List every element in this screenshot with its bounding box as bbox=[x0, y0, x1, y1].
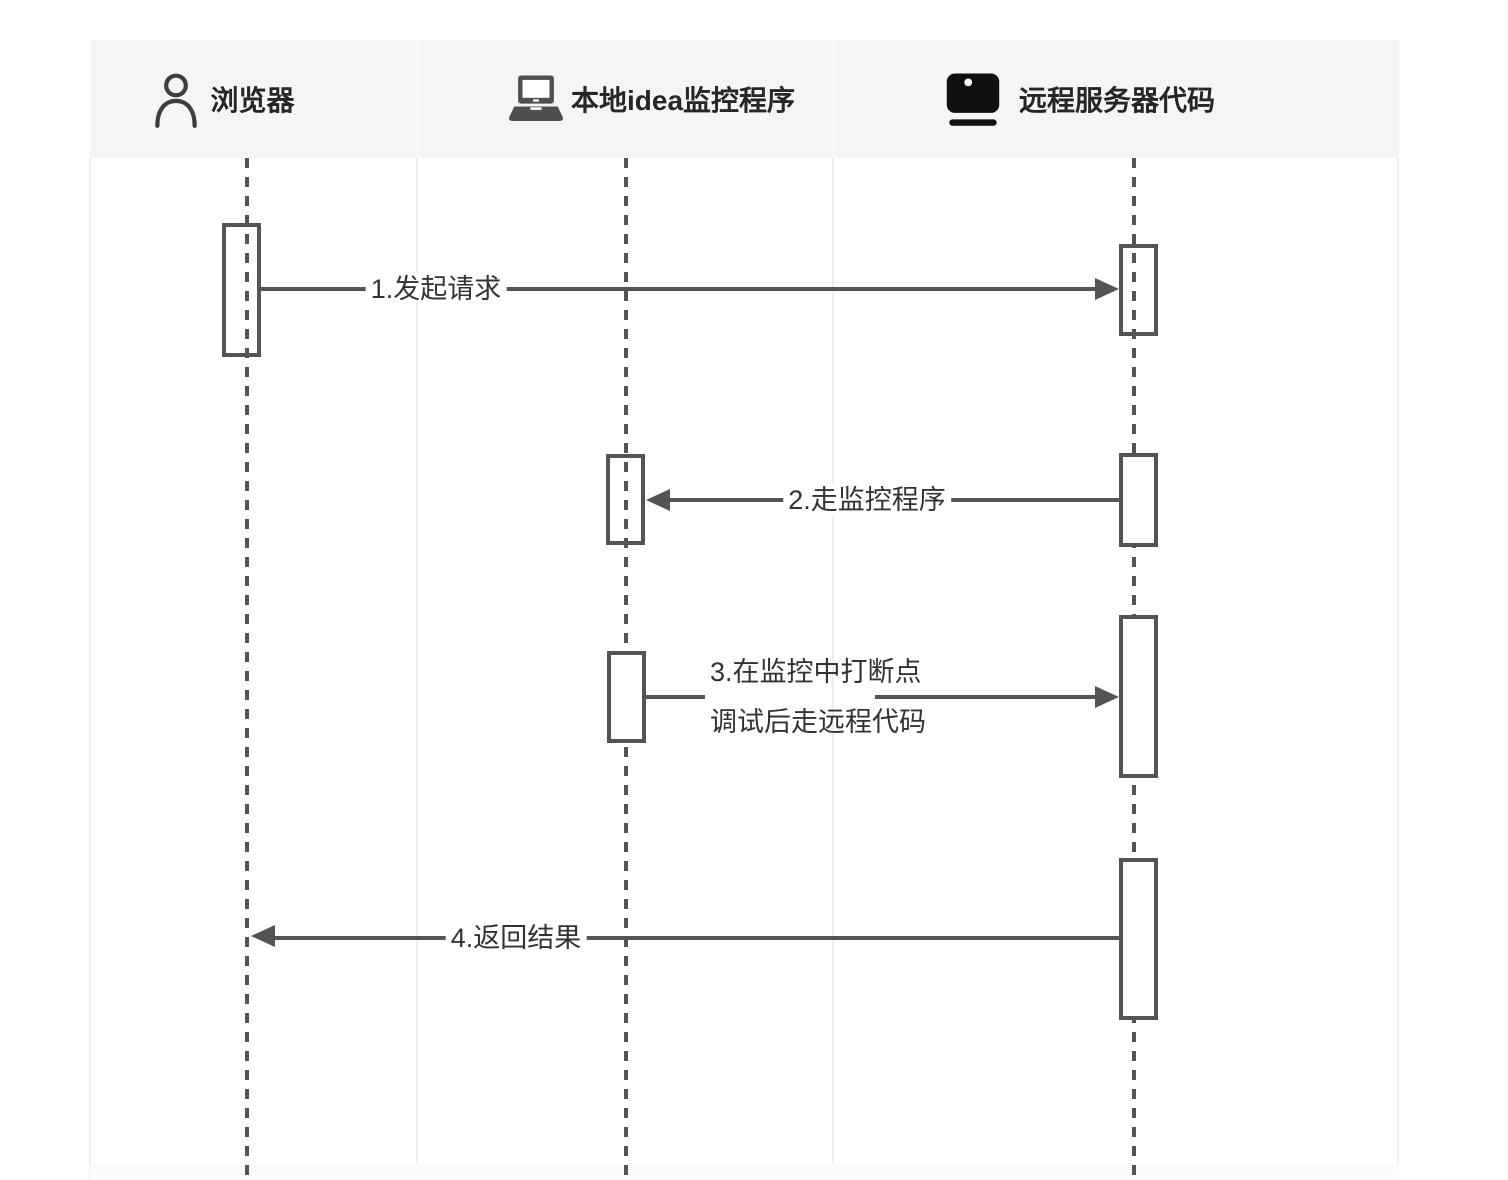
actor-label: 浏览器 bbox=[210, 85, 295, 116]
column-separator-2 bbox=[832, 158, 834, 1180]
message-3-label: 3.在监控中打断点 调试后走远程代码 bbox=[710, 647, 926, 747]
diagram-right-border bbox=[1397, 158, 1399, 1180]
activation-local-2 bbox=[607, 651, 646, 743]
message-4-label: 4.返回结果 bbox=[445, 922, 587, 954]
message-4-line bbox=[273, 936, 1119, 940]
column-separator-1 bbox=[416, 158, 418, 1180]
arrowhead-right-icon bbox=[1095, 686, 1119, 708]
activation-remote-3 bbox=[1119, 615, 1158, 778]
activation-remote-1 bbox=[1119, 244, 1158, 336]
activation-remote-4 bbox=[1119, 858, 1158, 1020]
actor-header-row: 浏览器 本地idea监控程序 bbox=[90, 40, 1399, 158]
activation-local-1 bbox=[606, 454, 645, 545]
lifeline-browser bbox=[245, 158, 249, 1180]
bottom-band bbox=[90, 1163, 1399, 1180]
message-1-label: 1.发起请求 bbox=[365, 273, 507, 305]
activation-remote-2 bbox=[1119, 453, 1158, 547]
person-icon bbox=[148, 69, 204, 129]
arrowhead-right-icon bbox=[1095, 278, 1119, 300]
message-3-label-line2: 调试后走远程代码 bbox=[710, 707, 926, 737]
diagram-left-border bbox=[89, 158, 91, 1180]
message-1-line bbox=[261, 287, 1097, 291]
message-2-label: 2.走监控程序 bbox=[783, 484, 951, 516]
actor-label: 远程服务器代码 bbox=[1018, 85, 1215, 116]
actor-local-idea-monitor: 本地idea监控程序 bbox=[417, 40, 833, 158]
actor-remote-server-code: 远程服务器代码 bbox=[833, 40, 1399, 158]
message-3-label-line1: 3.在监控中打断点 bbox=[710, 657, 922, 687]
arrowhead-left-icon bbox=[646, 489, 670, 511]
actor-label: 本地idea监控程序 bbox=[570, 85, 796, 116]
activation-browser-1 bbox=[222, 223, 261, 357]
laptop-icon bbox=[507, 73, 565, 125]
monitor-icon bbox=[941, 70, 1005, 128]
actor-browser: 浏览器 bbox=[90, 40, 417, 158]
arrowhead-left-icon bbox=[251, 925, 275, 947]
message-3-line-left bbox=[646, 695, 705, 699]
message-3-line-right bbox=[875, 695, 1097, 699]
